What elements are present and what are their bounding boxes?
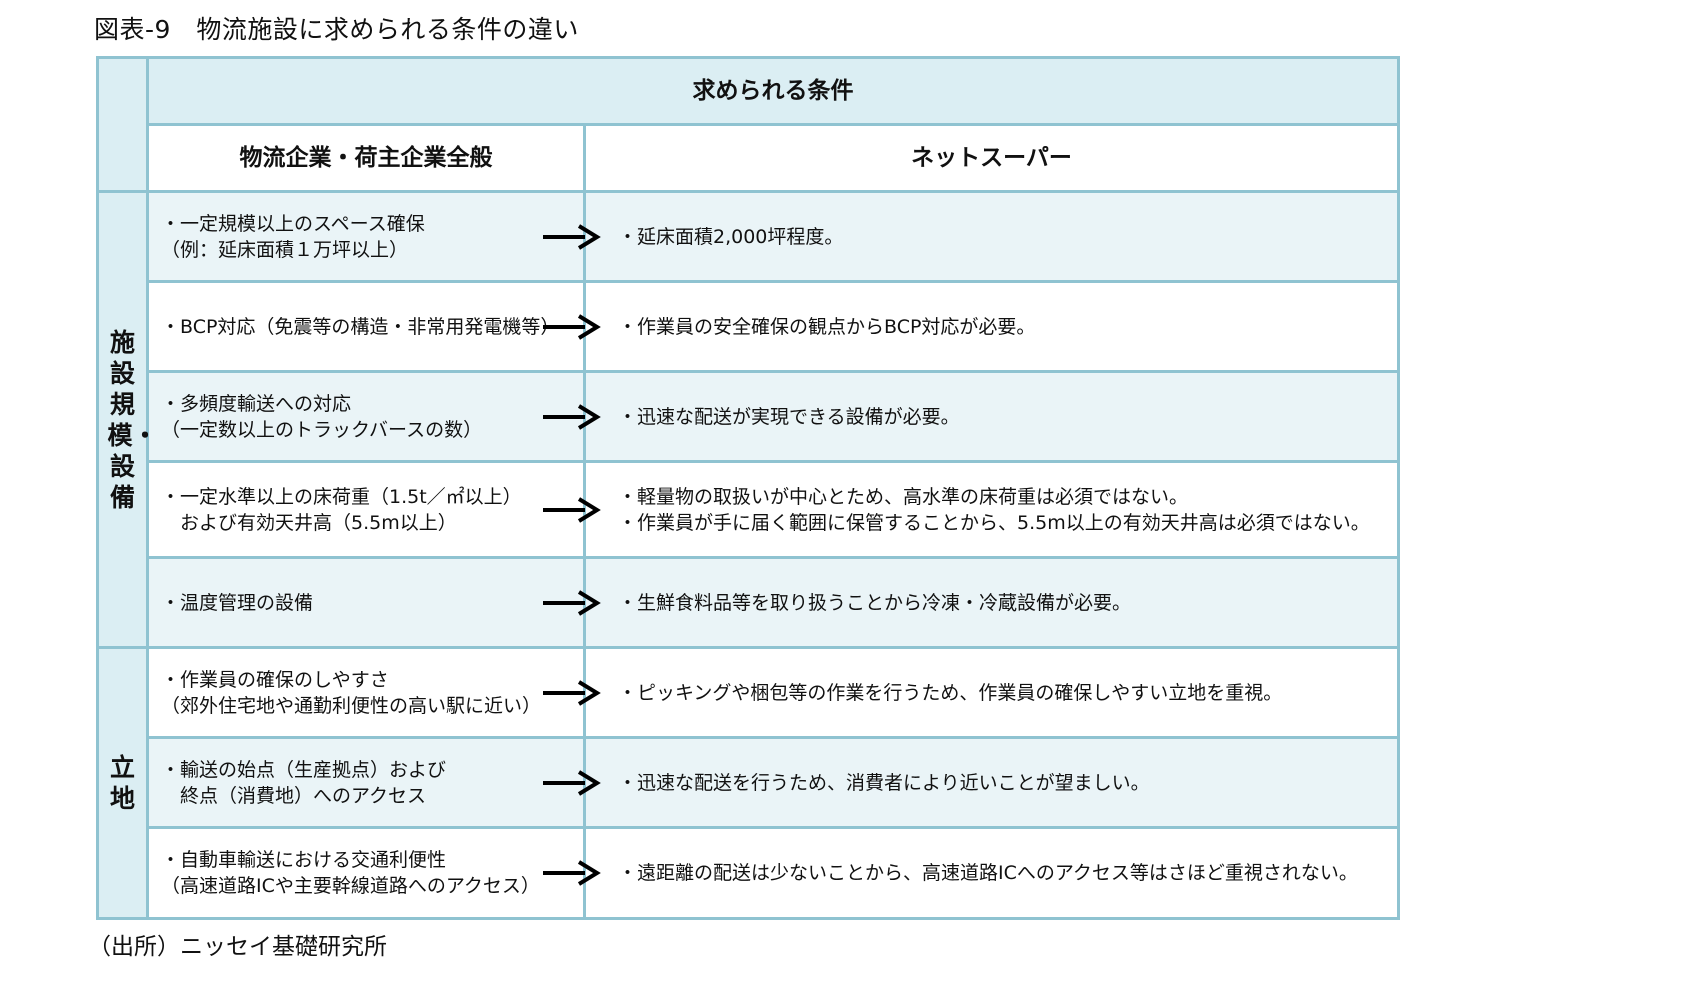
requirement-netsuper: ・生鮮食料品等を取り扱うことから冷凍・冷蔵設備が必要。 <box>583 556 1400 649</box>
table-row: ・温度管理の設備 ・生鮮食料品等を取り扱うことから冷凍・冷蔵設備が必要。 <box>98 556 1400 649</box>
right-arrow-icon <box>541 311 605 343</box>
requirement-netsuper: ・迅速な配送が実現できる設備が必要。 <box>583 370 1400 463</box>
table-row: 施設規模・設備 ・一定規模以上のスペース確保（例：延床面積１万坪以上） ・延床面… <box>96 190 1400 649</box>
table-row: ・輸送の始点（生産拠点）および 終点（消費地）へのアクセス ・迅速な配送を行うた… <box>98 736 1400 829</box>
table-row: ・自動車輸送における交通利便性（高速道路ICや主要幹線道路へのアクセス） ・遠距… <box>98 826 1400 920</box>
requirement-general: ・一定水準以上の床荷重（1.5t／㎡以上） および有効天井高（5.5m以上） <box>146 460 601 559</box>
right-arrow-icon <box>541 677 605 709</box>
header-col-general: 物流企業・荷主企業全般 <box>146 123 586 193</box>
requirement-netsuper: ・遠距離の配送は少ないことから、高速道路ICへのアクセス等はさほど重視されない。 <box>583 826 1400 920</box>
right-arrow-icon <box>541 221 605 253</box>
table-row: ・BCP対応（免震等の構造・非常用発電機等） ・作業員の安全確保の観点からBCP… <box>98 280 1400 373</box>
requirement-netsuper: ・軽量物の取扱いが中心とため、高水準の床荷重は必須ではない。・作業員が手に届く範… <box>583 460 1400 559</box>
category-facility: 施設規模・設備 <box>96 190 158 649</box>
requirement-netsuper: ・作業員の安全確保の観点からBCP対応が必要。 <box>583 280 1400 373</box>
table-row: ・多頻度輸送への対応（一定数以上のトラックバースの数） ・迅速な配送が実現できる… <box>98 370 1400 463</box>
requirement-general: ・自動車輸送における交通利便性（高速道路ICや主要幹線道路へのアクセス） <box>146 826 601 920</box>
header-conditions: 求められる条件 <box>146 56 1400 126</box>
category-location: 立地 <box>96 646 149 920</box>
right-arrow-icon <box>541 401 605 433</box>
right-arrow-icon <box>541 857 605 889</box>
requirement-general: ・多頻度輸送への対応（一定数以上のトラックバースの数） <box>146 370 601 463</box>
table-row: 立地 ・作業員の確保のしやすさ（郊外住宅地や通勤利便性の高い駅に近い） ・ピッキ… <box>96 646 1400 920</box>
requirement-general: ・BCP対応（免震等の構造・非常用発電機等） <box>146 280 601 373</box>
right-arrow-icon <box>541 494 605 526</box>
requirement-netsuper: ・ピッキングや梱包等の作業を行うため、作業員の確保しやすい立地を重視。 <box>583 646 1400 739</box>
right-arrow-icon <box>541 587 605 619</box>
header-col-netsuper: ネットスーパー <box>583 123 1400 193</box>
corner-cell <box>96 56 149 193</box>
requirement-general: ・輸送の始点（生産拠点）および 終点（消費地）へのアクセス <box>146 736 601 829</box>
conditions-table: 求められる条件 物流企業・荷主企業全般 ネットスーパー 施設規模・設備 ・一定規… <box>96 56 1400 920</box>
figure-title: 図表-9 物流施設に求められる条件の違い <box>94 15 579 44</box>
requirement-general: ・温度管理の設備 <box>146 556 601 649</box>
source-note: （出所）ニッセイ基礎研究所 <box>88 934 387 960</box>
requirement-netsuper: ・迅速な配送を行うため、消費者により近いことが望ましい。 <box>583 736 1400 829</box>
requirement-netsuper: ・延床面積2,000坪程度。 <box>583 190 1400 283</box>
requirement-general: ・一定規模以上のスペース確保（例：延床面積１万坪以上） <box>146 190 601 283</box>
right-arrow-icon <box>541 767 605 799</box>
requirement-general: ・作業員の確保のしやすさ（郊外住宅地や通勤利便性の高い駅に近い） <box>146 646 601 739</box>
table-row: ・一定水準以上の床荷重（1.5t／㎡以上） および有効天井高（5.5m以上） ・… <box>98 460 1400 559</box>
